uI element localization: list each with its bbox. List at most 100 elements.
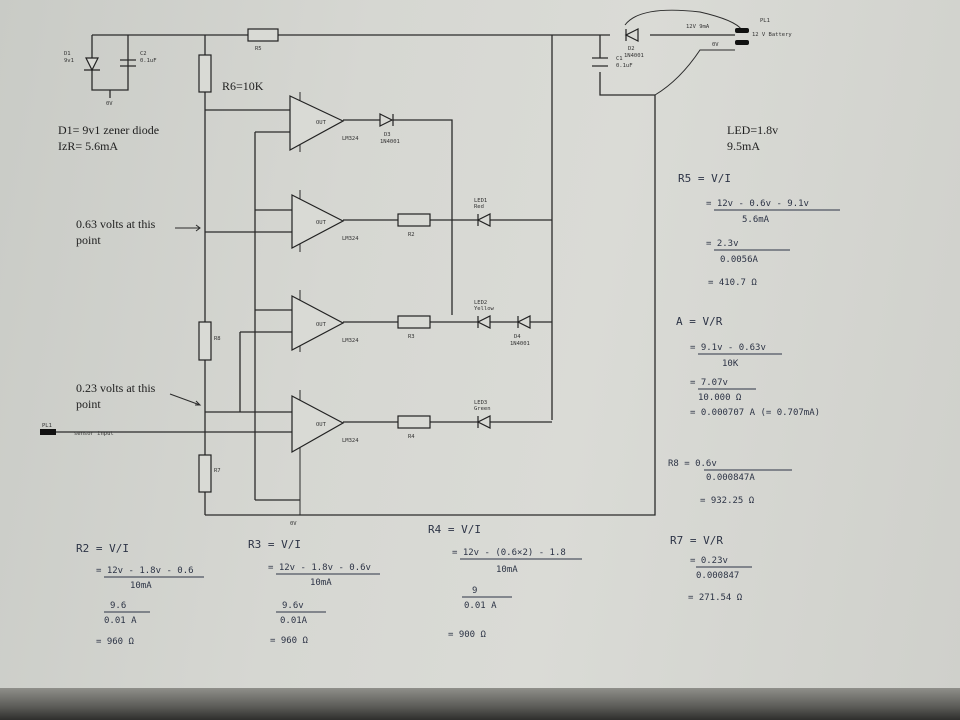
calc-r3-numerator: = 12v - 1.8v - 0.6v — [268, 563, 371, 573]
label-d1: D1 — [64, 51, 71, 57]
note-point1b: point — [76, 233, 101, 247]
label-c1: C1 — [616, 56, 623, 62]
label-supply-0v: 0V — [712, 42, 719, 48]
calc-a-result: = 0.000707 A (= 0.707mA) — [690, 408, 820, 418]
calc-r2-numerator2: 9.6 — [110, 601, 126, 611]
label-c2-value: 0.1uF — [140, 58, 157, 64]
label-c2: C2 — [140, 51, 147, 57]
label-led2: LED2 — [474, 300, 487, 306]
desk-edge — [0, 688, 960, 720]
label-d3: D3 — [384, 132, 391, 138]
diode-d4 — [516, 315, 531, 329]
label-opamp4-type: LM324 — [342, 438, 359, 444]
led-yellow — [476, 315, 491, 329]
pointer-arrow-2 — [169, 393, 202, 406]
label-r2: R2 — [408, 232, 415, 238]
calc-r8-denominator: 0.000847A — [706, 473, 755, 483]
calc-r7-result: = 271.54 Ω — [688, 593, 743, 603]
label-led3: LED3 — [474, 400, 487, 406]
opamp-1 — [289, 95, 345, 152]
label-d4-value: 1N4001 — [510, 341, 530, 347]
pointer-arrow-1 — [175, 224, 201, 232]
label-d4: D4 — [514, 334, 521, 340]
label-r7: R7 — [214, 468, 221, 474]
diode-d3 — [379, 113, 394, 127]
label-r4: R4 — [408, 434, 415, 440]
battery-0v-wire — [654, 49, 735, 96]
calc-r8-numerator: R8 = 0.6v — [668, 459, 717, 469]
label-opamp3-out: OUT — [316, 322, 327, 328]
calc-r7: R7 = V/R = 0.23v 0.000847 = 271.54 Ω — [670, 534, 752, 603]
calc-r2-numerator: = 12v - 1.8v - 0.6 — [96, 566, 194, 576]
wires — [40, 9, 743, 516]
battery-plug-top — [735, 28, 749, 33]
opamp-4 — [291, 395, 345, 454]
note-point2b: point — [76, 397, 101, 411]
note-led-voltage: LED=1.8v — [727, 123, 778, 137]
label-supply-12v: 12V 9mA — [686, 24, 710, 30]
note-led-current: 9.5mA — [727, 139, 760, 153]
opamp3-wire — [240, 309, 552, 333]
calc-r3-numerator2: 9.6v — [282, 601, 304, 611]
note-izr: IzR= 5.6mA — [58, 139, 118, 153]
diodes — [84, 28, 749, 429]
battery-plug-bottom — [735, 40, 749, 45]
label-r5: R5 — [255, 46, 262, 52]
resistor-r3 — [397, 315, 431, 329]
calc-r5-denominator: 5.6mA — [742, 215, 770, 225]
calc-a-numerator: = 9.1v - 0.63v — [690, 343, 766, 353]
calc-r2-denominator: 10mA — [130, 581, 152, 591]
calc-r2-result: = 960 Ω — [96, 637, 135, 647]
label-opamp2-type: LM324 — [342, 236, 359, 242]
opamp-3 — [291, 295, 345, 351]
label-d2-value: 1N4001 — [624, 53, 644, 59]
calc-r7-numerator: = 0.23v — [690, 556, 728, 566]
calc-r7-denominator: 0.000847 — [696, 571, 739, 581]
calc-a-numerator2: = 7.07v — [690, 378, 728, 388]
calc-a-denominator2: 10.000 Ω — [698, 393, 742, 403]
opamp2-wire — [205, 209, 552, 233]
label-opamp3-type: LM324 — [342, 338, 359, 344]
calc-r5: R5 = V/I = 12v - 0.6v - 9.1v 5.6mA = 2.3… — [678, 172, 840, 288]
label-r8: R8 — [214, 336, 221, 342]
resistor-r5 — [247, 28, 279, 42]
label-led1: LED1 — [474, 198, 487, 204]
label-pl1: PL1 — [760, 18, 770, 24]
diode-d2 — [624, 28, 639, 42]
label-led2-color: Yellow — [474, 306, 495, 312]
paper-sheet — [0, 0, 960, 695]
calc-r3: R3 = V/I = 12v - 1.8v - 0.6v 10mA 9.6v 0… — [248, 538, 380, 646]
capacitor-c1 — [592, 57, 608, 67]
calc-r2: R2 = V/I = 12v - 1.8v - 0.6 10mA 9.6 0.0… — [76, 542, 204, 647]
opamp1-input-wire — [205, 109, 300, 501]
calc-r3-result: = 960 Ω — [270, 636, 309, 646]
label-opamp1-type: LM324 — [342, 136, 359, 142]
calc-r4-numerator: = 12v - (0.6×2) - 1.8 — [452, 548, 566, 558]
calc-r5-denominator2: 0.0056A — [720, 255, 759, 265]
label-opamp2-out: OUT — [316, 220, 327, 226]
calc-r3-denominator2: 0.01A — [280, 616, 308, 626]
calc-a-denominator: 10K — [722, 359, 739, 369]
printed-notes: D1= 9v1 zener diode IzR= 5.6mA 0.63 volt… — [58, 123, 778, 411]
led-green — [476, 415, 491, 429]
label-r6: R6=10K — [222, 79, 264, 93]
led-red — [476, 213, 491, 227]
label-led3-color: Green — [474, 406, 491, 412]
label-r3: R3 — [408, 334, 415, 340]
label-zener-0v: 0V — [106, 101, 113, 107]
calc-r8-result: = 932.25 Ω — [700, 496, 755, 506]
label-d3-value: 1N4001 — [380, 139, 400, 145]
label-c1-value: 0.1uF — [616, 63, 633, 69]
c1-wire — [599, 35, 655, 96]
label-sensor: sensor input — [74, 431, 114, 437]
label-d2: D2 — [628, 46, 635, 52]
calc-r4: R4 = V/I = 12v - (0.6×2) - 1.8 10mA 9 0.… — [428, 523, 582, 640]
resistor-r8 — [198, 321, 212, 361]
opamp-2 — [291, 194, 345, 249]
calc-a-formula: A = V/R — [676, 315, 723, 328]
label-d1-value: 9v1 — [64, 58, 74, 64]
calc-r2-denominator2: 0.01 A — [104, 616, 137, 626]
component-labels: D1 9v1 C2 0.1uF 0V R5 R6=10K R8 R7 R2 R3… — [42, 18, 792, 527]
